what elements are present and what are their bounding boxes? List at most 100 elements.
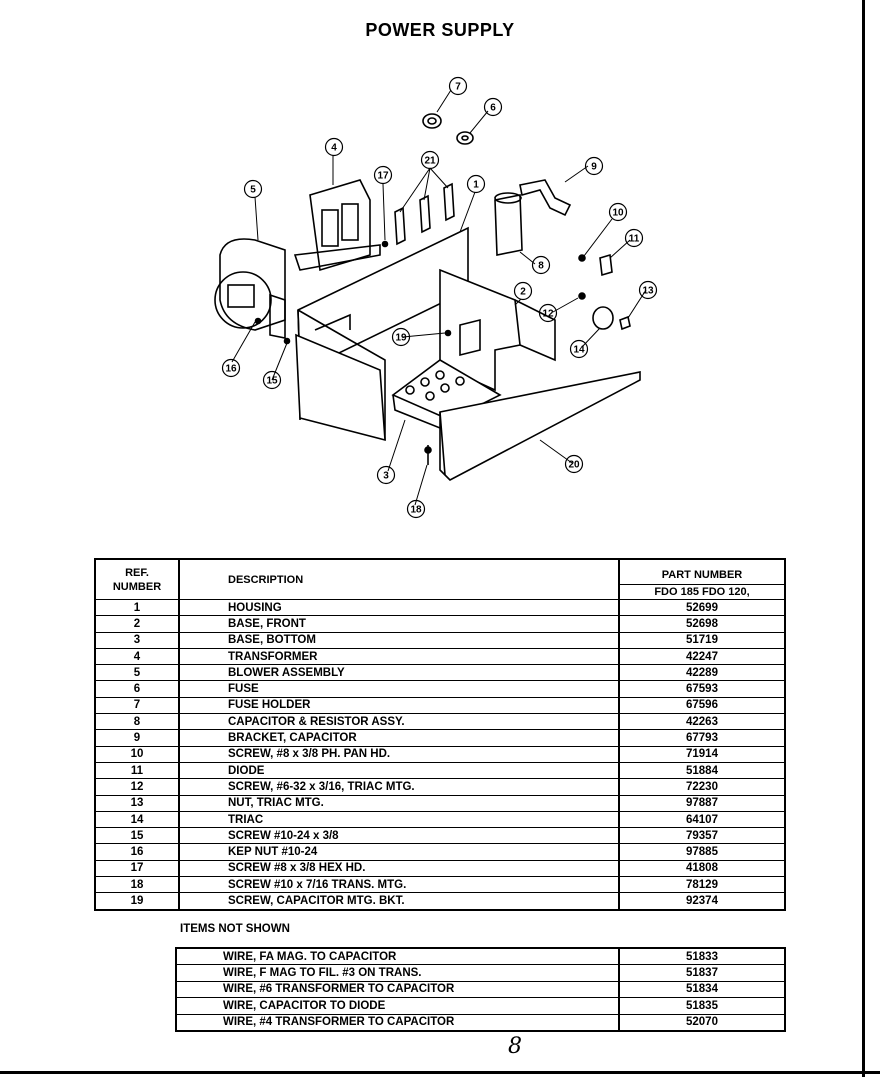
part-number-cell: 52699: [619, 598, 785, 616]
ref-cell: 2: [95, 615, 180, 633]
ref-cell: 8: [95, 713, 180, 730]
callout-9: 9: [591, 162, 597, 173]
part-number-cell: 97885: [619, 843, 785, 861]
page-mark: 8: [508, 1034, 522, 1059]
description-cell: WIRE, #4 TRANSFORMER TO CAPACITOR: [176, 1013, 620, 1031]
callout-18: 18: [410, 505, 422, 516]
part-number-cell: 72230: [619, 778, 785, 796]
description-cell: BLOWER ASSEMBLY: [179, 664, 620, 681]
items-not-shown-label: ITEMS NOT SHOWN: [180, 923, 290, 935]
part-number-cell: 51884: [619, 761, 785, 779]
ref-cell: 9: [95, 729, 180, 747]
ref-cell: 11: [95, 761, 180, 779]
callout-12: 12: [542, 309, 554, 320]
housing-front-panel: [295, 333, 386, 442]
callout-17: 17: [377, 171, 389, 182]
part-number-cell: 51719: [619, 631, 785, 649]
description-cell: WIRE, #6 TRANSFORMER TO CAPACITOR: [176, 980, 620, 998]
callout-5: 5: [250, 185, 256, 196]
callout-8: 8: [538, 261, 544, 272]
part-number-cell: 51837: [619, 964, 785, 982]
callout-3: 3: [383, 471, 389, 482]
part-number-cell: 42289: [619, 664, 785, 681]
ref-cell: 6: [95, 680, 180, 698]
part-number-cell: 71914: [619, 745, 785, 763]
description-cell: SCREW #8 x 3/8 HEX HD.: [179, 859, 620, 877]
part-number-cell: 51835: [619, 997, 785, 1015]
description-cell: WIRE, CAPACITOR TO DIODE: [176, 997, 620, 1015]
callout-13: 13: [642, 286, 654, 297]
description-cell: DIODE: [179, 761, 620, 779]
ref-cell: 15: [95, 827, 180, 844]
description-cell: FUSE: [179, 680, 620, 698]
part-number-cell: 51834: [619, 980, 785, 998]
part-number-cell: 42247: [619, 647, 785, 665]
part-number-cell: 41808: [619, 859, 785, 877]
callout-4: 4: [331, 143, 337, 154]
description-cell: TRANSFORMER: [179, 647, 620, 665]
part-number-cell: 42263: [619, 713, 785, 730]
description-cell: KEP NUT #10-24: [179, 843, 620, 861]
callout-labels: [221, 76, 658, 519]
ref-cell: 5: [95, 664, 180, 681]
callout-15: 15: [266, 376, 278, 387]
transformer-part: [309, 179, 371, 272]
description-cell: SCREW, #6-32 x 3/16, TRIAC MTG.: [179, 778, 620, 796]
ref-cell: 10: [95, 745, 180, 763]
description-cell: WIRE, F MAG TO FIL. #3 ON TRANS.: [176, 964, 620, 982]
description-cell: NUT, TRIAC MTG.: [179, 794, 620, 812]
ref-cell: 13: [95, 794, 180, 812]
model-header: FDO 185 FDO 120,: [619, 584, 785, 600]
description-header: DESCRIPTION: [179, 559, 620, 600]
ref-cell: 17: [95, 859, 180, 877]
description-cell: CAPACITOR & RESISTOR ASSY.: [179, 713, 620, 730]
callout-20: 20: [568, 460, 580, 471]
callout-19: 19: [395, 333, 407, 344]
description-cell: SCREW, #8 x 3/8 PH. PAN HD.: [179, 745, 620, 763]
part-number-cell: 67596: [619, 696, 785, 714]
table-row: WIRE, F MAG TO FIL. #3 ON TRANS.51837: [176, 964, 785, 982]
part-number-cell: 92374: [619, 892, 785, 910]
page-border-right: [862, 0, 865, 1077]
callout-2: 2: [520, 287, 526, 298]
ref-cell: 4: [95, 647, 180, 665]
ref-cell: 19: [95, 892, 180, 910]
ref-cell: 14: [95, 810, 180, 828]
bracket-part: [439, 371, 641, 481]
part-number-cell: 51833: [619, 947, 785, 965]
ref-cell: 16: [95, 843, 180, 861]
part-number-cell: 97887: [619, 794, 785, 812]
callout-6: 6: [490, 103, 496, 114]
description-cell: BASE, BOTTOM: [179, 631, 620, 649]
part-number-cell: 79357: [619, 827, 785, 844]
callout-14: 14: [573, 345, 585, 356]
part-number-cell: 78129: [619, 876, 785, 893]
callout-16: 16: [225, 364, 237, 375]
part-number-cell: 67593: [619, 680, 785, 698]
page-border-bottom: [0, 1071, 880, 1074]
callout-11: 11: [629, 234, 640, 245]
callout-10: 10: [612, 208, 624, 219]
callout-1: 1: [473, 180, 479, 191]
ref-cell: 7: [95, 696, 180, 714]
